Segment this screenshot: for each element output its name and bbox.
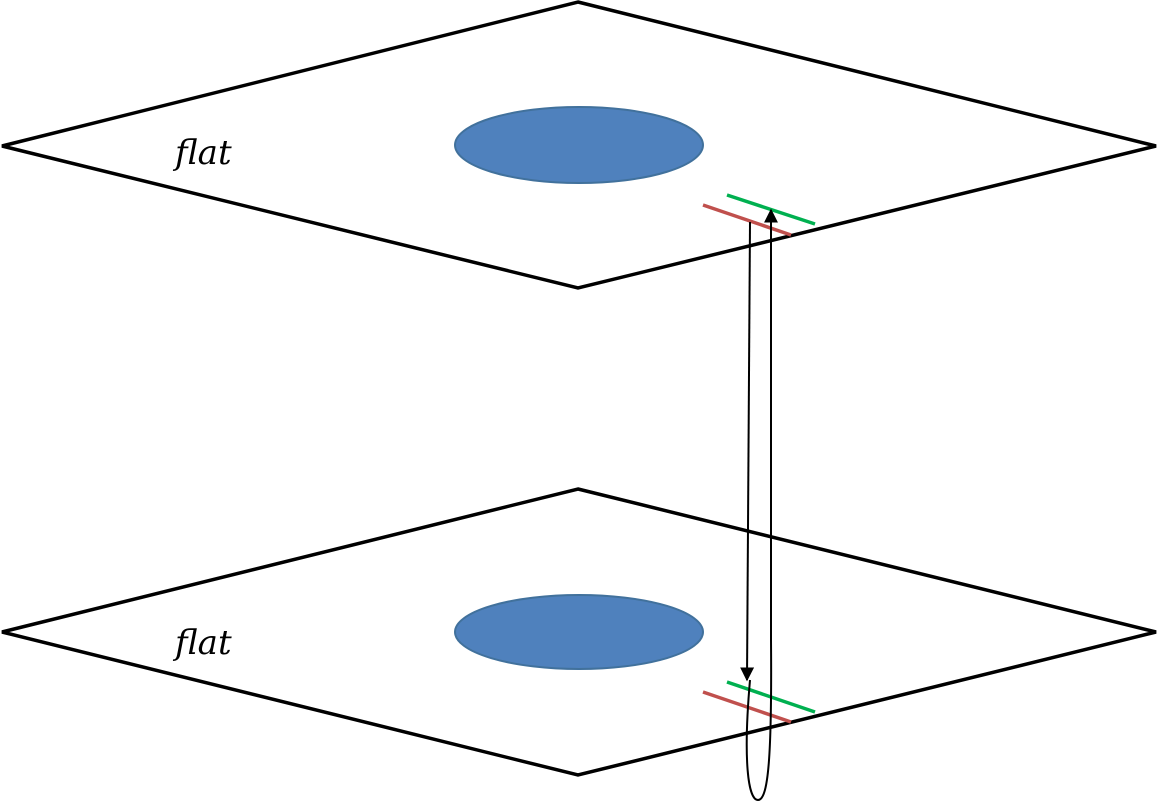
upper-disk: [454, 106, 704, 184]
lower-plane-label: flat: [172, 623, 232, 663]
lower-disk: [454, 594, 704, 670]
down-arrow: [740, 221, 755, 682]
upper-plane-label: flat: [172, 133, 232, 173]
upper-red-slit: [702, 203, 792, 237]
return-loop-arrow: [745, 208, 778, 802]
lower-plane-group: flat: [1, 487, 1157, 777]
upper-plane-group: flat: [1, 0, 1157, 290]
